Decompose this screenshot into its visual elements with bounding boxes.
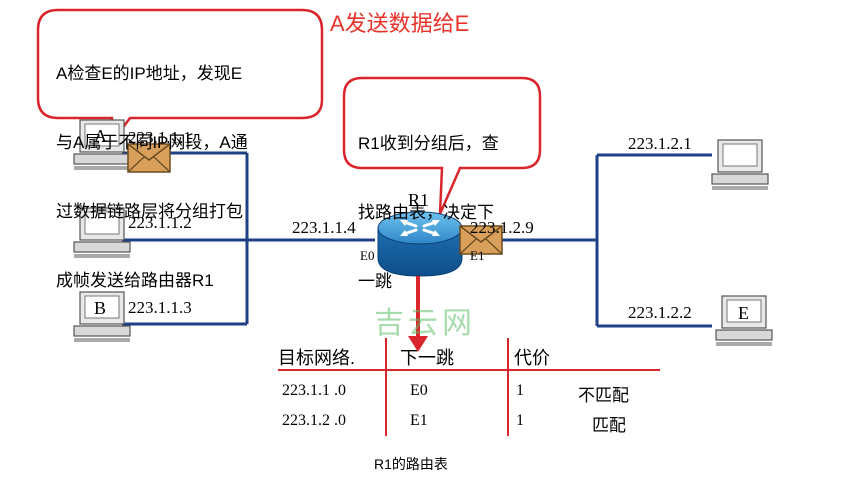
table-cell-match: 不匹配 (578, 386, 629, 405)
router-icon (377, 211, 463, 277)
router-name: R1 (408, 190, 430, 210)
host-r1-ip: 223.1.2.1 (628, 134, 692, 153)
left-bubble: A检查E的IP地址，发现E 与A属于不同IP网段，A通 过数据链路层将分组打包 … (56, 16, 248, 315)
routing-table-caption: R1的路由表 (374, 456, 448, 472)
table-cell-next-hop: E1 (410, 412, 428, 429)
router-right-ip: 223.1.2.9 (470, 218, 534, 237)
router-left-port: E0 (360, 248, 375, 263)
table-header-next-hop: 下一跳 (400, 348, 454, 368)
bubble-line: 一跳 (358, 272, 392, 291)
bubble-line: 成帧发送给路由器R1 (56, 271, 214, 290)
table-cell-cost: 1 (516, 412, 524, 429)
routing-table-lines (278, 338, 660, 436)
bubble-line: 与A属于不同IP网段，A通 (56, 133, 248, 152)
router-right-port: E1 (470, 248, 485, 263)
bubble-line: R1收到分组后，查 (358, 134, 499, 153)
host-a-ip: 223.1.1.1 (128, 128, 192, 147)
table-cell-match: 匹配 (592, 416, 626, 435)
table-cell-network: 223.1.2 .0 (282, 412, 346, 429)
host-b-label: B (94, 298, 107, 318)
host-e-ip: 223.1.2.2 (628, 303, 692, 322)
table-header-network: 目标网络. (278, 348, 356, 368)
host-2-ip: 223.1.1.2 (128, 213, 192, 232)
watermark: 吉云网 (374, 307, 476, 340)
page-title: A发送数据给E (330, 11, 470, 36)
table-cell-cost: 1 (516, 382, 524, 399)
right-lan-lines (470, 153, 712, 328)
bubble-line: 找路由表，决定下 (358, 203, 494, 222)
host-e-label: E (738, 303, 749, 323)
host-b-ip: 223.1.1.3 (128, 298, 192, 317)
bubble-line: 过数据链路层将分组打包 (56, 202, 243, 221)
host-a-label: A (94, 126, 107, 146)
router-left-ip: 223.1.1.4 (292, 218, 356, 237)
envelope-icon (127, 143, 503, 255)
table-header-cost: 代价 (514, 348, 550, 368)
table-cell-network: 223.1.1 .0 (282, 382, 346, 399)
table-cell-next-hop: E0 (410, 382, 428, 399)
computer-icon (73, 119, 773, 346)
bubble-line: A检查E的IP地址，发现E (56, 64, 243, 83)
router-bubble-shape (342, 76, 542, 215)
router-bubble: R1收到分组后，查 找路由表，决定下 一跳 (358, 86, 499, 316)
down-arrow-icon (408, 276, 428, 352)
